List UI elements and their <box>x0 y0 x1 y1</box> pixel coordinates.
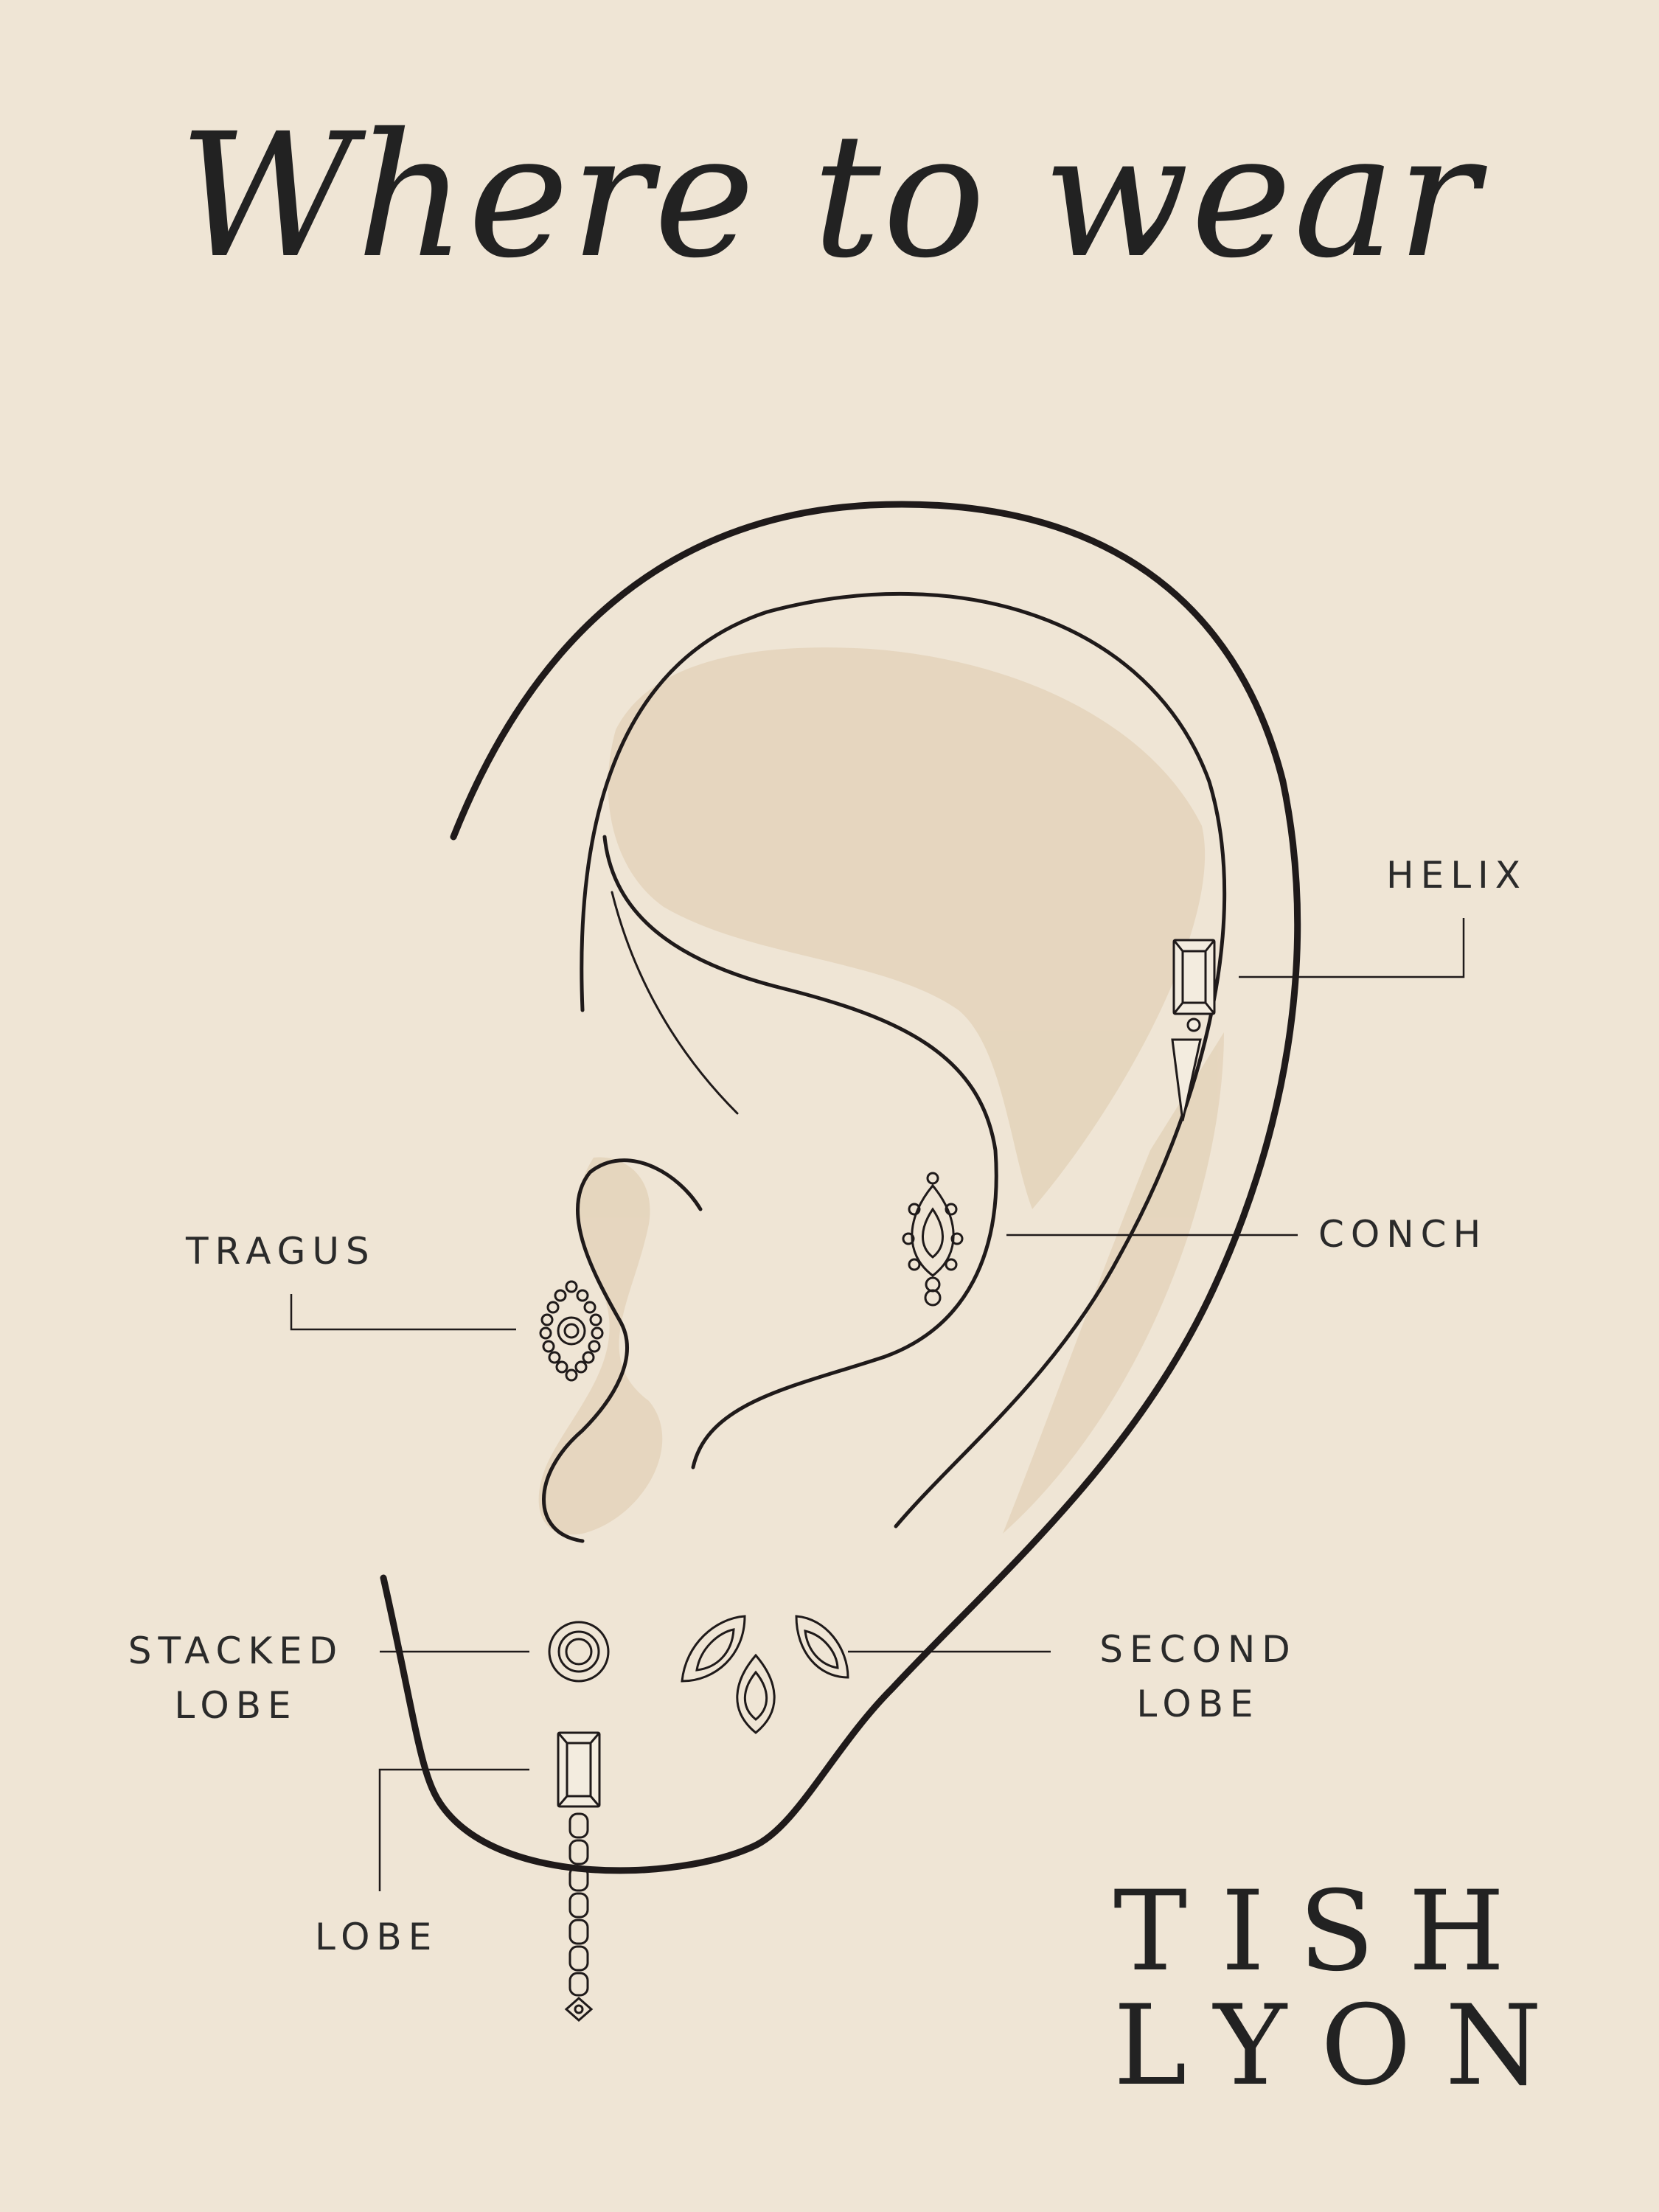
helix-earring <box>1171 939 1216 1121</box>
ear-shading <box>538 647 1224 1535</box>
brand-logo-line1: TISH <box>1113 1868 1539 1996</box>
second-lobe-earring <box>681 1615 849 1734</box>
leader-lines <box>290 918 1465 1891</box>
inner-helix-line <box>580 591 1227 1528</box>
second-lobe-label-line2: LOBE <box>1136 1683 1260 1725</box>
stacked-lobe-label-line2: LOBE <box>174 1684 298 1727</box>
tragus-label: TRAGUS <box>186 1230 376 1273</box>
outer-helix-line <box>380 501 1301 1874</box>
brand-logo-line2: LYON <box>1113 1982 1576 2110</box>
conch-stud <box>902 1172 964 1307</box>
lobe-label: LOBE <box>315 1916 439 1958</box>
tragus-stud <box>539 1280 604 1382</box>
antihelix-line <box>602 835 998 1470</box>
stacked-lobe-label-line1: STACKED <box>128 1630 344 1672</box>
tragus-leader <box>290 1294 516 1331</box>
tragus-line <box>542 1158 703 1543</box>
lobe-leader <box>378 1768 529 1891</box>
second-lobe-label-line1: SECOND <box>1099 1628 1297 1671</box>
helix-label: HELIX <box>1386 854 1528 897</box>
antihelix-fold <box>611 891 739 1115</box>
poster-title: Where to wear <box>178 97 1481 296</box>
conch-label: CONCH <box>1318 1213 1488 1256</box>
ear-outline <box>380 501 1301 1874</box>
helix-leader <box>1239 918 1465 978</box>
stacked-lobe-stud <box>548 1621 610 1683</box>
second-lobe-label: SECOND LOBE <box>1077 1622 1320 1731</box>
stacked-lobe-label: STACKED LOBE <box>111 1624 361 1733</box>
lobe-earring <box>557 1731 601 2023</box>
